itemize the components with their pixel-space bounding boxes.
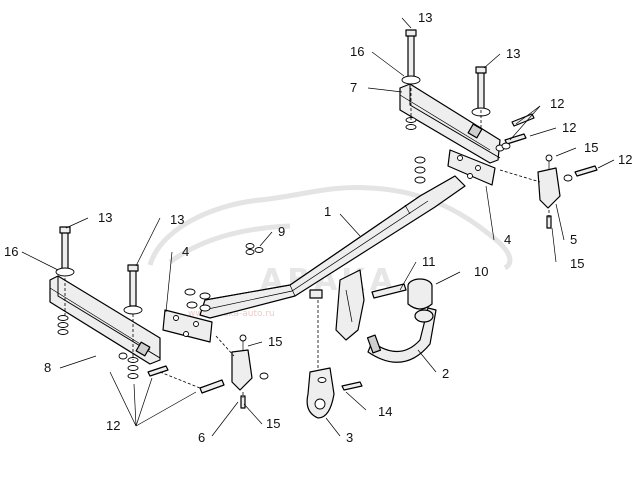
right-small-bracket-part bbox=[537, 154, 561, 229]
part-label-14: 14 bbox=[378, 404, 392, 419]
part-label-15: 15 bbox=[268, 334, 282, 349]
part-label-16: 16 bbox=[350, 44, 364, 59]
watermark-car-outline bbox=[147, 185, 513, 271]
part-label-12: 12 bbox=[562, 120, 576, 135]
bolt-13-upper-right bbox=[471, 66, 491, 117]
part-label-7: 7 bbox=[350, 80, 357, 95]
part-label-6: 6 bbox=[198, 430, 205, 445]
right-mounting-plate-part bbox=[447, 149, 496, 186]
tow-ball-neck-part bbox=[366, 307, 437, 363]
mounting-bolts bbox=[55, 29, 491, 315]
center-mount-bracket-part bbox=[309, 269, 407, 341]
part-label-12: 12 bbox=[106, 418, 120, 433]
part-label-11: 11 bbox=[422, 254, 436, 269]
left-mounting-plate-part bbox=[162, 309, 213, 343]
nut-stacks bbox=[57, 117, 426, 379]
part-label-5: 5 bbox=[570, 232, 577, 247]
part-label-13: 13 bbox=[170, 212, 184, 227]
bolt-13-left bbox=[55, 226, 75, 277]
part-label-3: 3 bbox=[346, 430, 353, 445]
part-label-13: 13 bbox=[98, 210, 112, 225]
part-label-12: 12 bbox=[618, 152, 632, 167]
watermark-sub-text: www.avaka-auto.ru bbox=[188, 309, 275, 319]
part-label-13: 13 bbox=[506, 46, 520, 61]
part-label-9: 9 bbox=[278, 224, 285, 239]
tow-hook-part bbox=[306, 367, 363, 419]
part-label-13: 13 bbox=[418, 10, 432, 25]
part-label-1: 1 bbox=[324, 204, 331, 219]
lower-middle-bracket-part bbox=[231, 334, 253, 409]
electrical-socket-part bbox=[407, 278, 433, 310]
part-label-10: 10 bbox=[474, 264, 488, 279]
part-label-2: 2 bbox=[442, 366, 449, 381]
bolt-13-upper-left bbox=[401, 29, 421, 85]
part-label-8: 8 bbox=[44, 360, 51, 375]
part-labels: 13 16 13 7 12 12 15 12 1 9 4 5 15 11 10 … bbox=[4, 10, 632, 445]
leader-lines bbox=[21, 17, 615, 437]
assembly-lines bbox=[64, 88, 550, 398]
main-crossbar-part bbox=[199, 175, 466, 319]
part-label-15: 15 bbox=[266, 416, 280, 431]
upper-right-bracket-part bbox=[399, 83, 501, 164]
bolt-13-middle bbox=[123, 264, 143, 315]
part-label-12: 12 bbox=[550, 96, 564, 111]
part-label-15: 15 bbox=[570, 256, 584, 271]
part-label-4: 4 bbox=[182, 244, 189, 259]
part-label-15: 15 bbox=[584, 140, 598, 155]
part-label-4: 4 bbox=[504, 232, 511, 247]
part-label-16: 16 bbox=[4, 244, 18, 259]
